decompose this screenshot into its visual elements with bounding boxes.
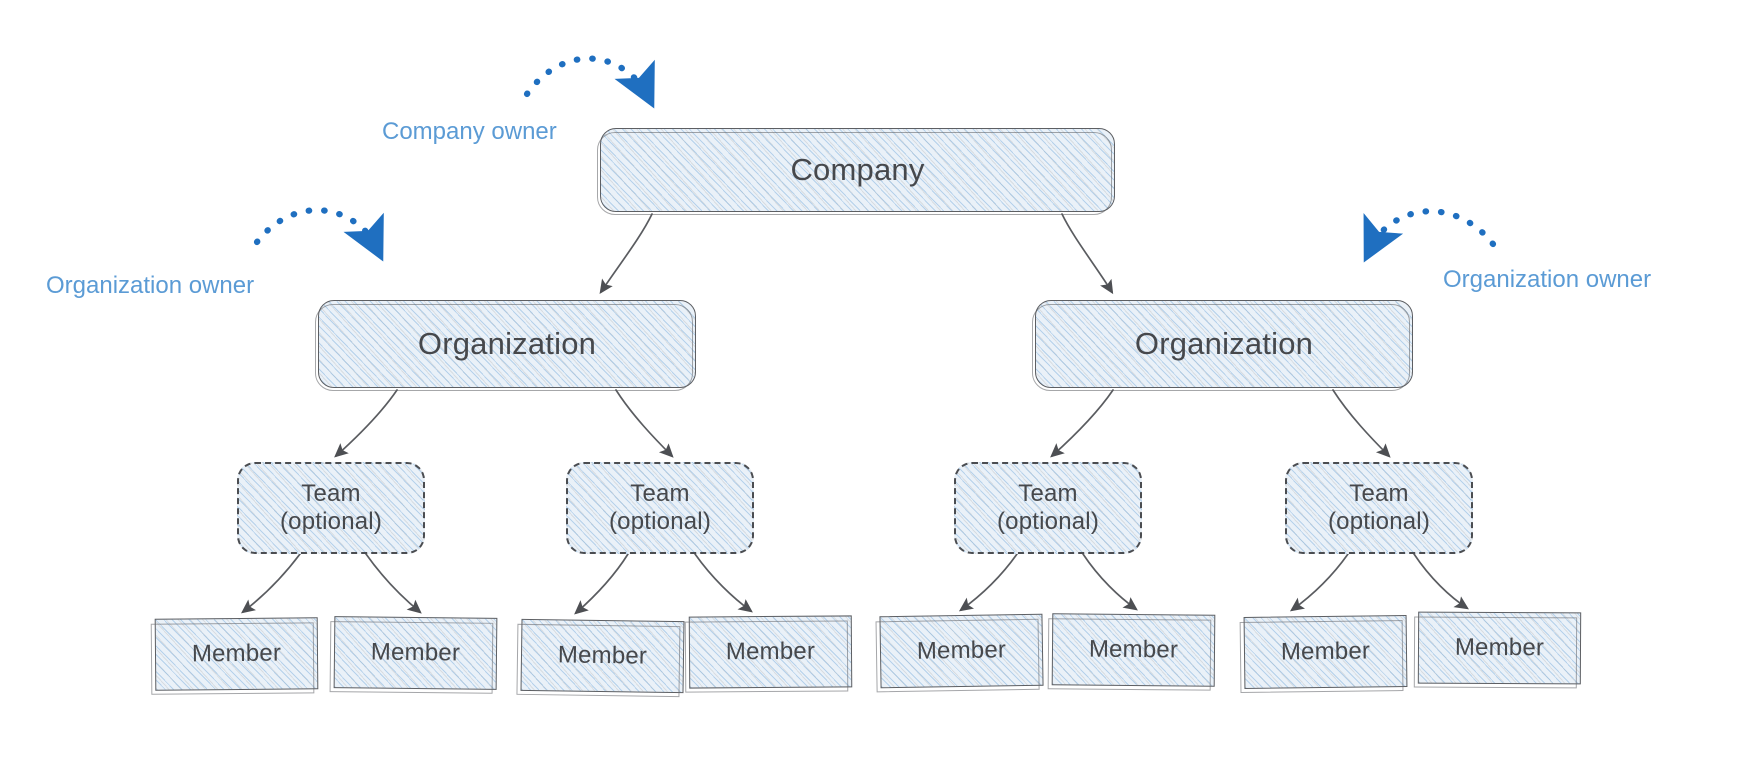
- node-organization-right-label: Organization: [1134, 325, 1314, 361]
- annot-arrow-org-owner-left: [253, 207, 384, 262]
- node-team-2[interactable]: Team(optional): [566, 462, 754, 554]
- annotation-label-organization-owner-left: Organization owner: [46, 272, 255, 299]
- node-team-4-line1: Team: [1349, 479, 1409, 507]
- annotation-label-company-owner: Company owner: [382, 118, 557, 145]
- annotation-label-organization-owner-right: Organization owner: [1443, 266, 1652, 293]
- node-company[interactable]: Company: [597, 128, 1115, 215]
- node-team-3-label: Team(optional): [997, 480, 1099, 537]
- node-team-1-line1: Team: [301, 479, 361, 507]
- edge-team1-member-2: [365, 553, 422, 614]
- node-team-4-label: Team(optional): [1328, 480, 1430, 537]
- node-team-1-label: Team(optional): [280, 480, 382, 537]
- node-team-1[interactable]: Team(optional): [237, 462, 425, 554]
- edge-company-org-left: [599, 213, 653, 294]
- annot-arrow-company-owner: [523, 55, 655, 109]
- node-member-6-label: Member: [1088, 635, 1179, 664]
- edge-orgright-team-3: [1050, 389, 1114, 458]
- edge-orgright-team-4: [1332, 389, 1391, 458]
- node-member-5-label: Member: [916, 636, 1007, 665]
- node-team-3[interactable]: Team(optional): [954, 462, 1142, 554]
- edge-orgleft-team-2: [615, 389, 674, 458]
- edge-team3-member-5: [958, 553, 1018, 612]
- node-member-3-label: Member: [557, 641, 648, 670]
- node-team-2-line2: (optional): [608, 508, 712, 535]
- node-company-label: Company: [790, 151, 925, 187]
- edge-team3-member-6: [1082, 553, 1138, 611]
- node-team-4-line2: (optional): [1327, 508, 1431, 535]
- node-member-7[interactable]: Member: [1243, 615, 1408, 689]
- edge-orgleft-team-1: [334, 389, 398, 458]
- node-team-3-line2: (optional): [996, 508, 1100, 535]
- node-organization-left[interactable]: Organization: [315, 300, 696, 391]
- node-member-5[interactable]: Member: [879, 613, 1044, 689]
- node-member-7-label: Member: [1280, 637, 1371, 666]
- node-team-3-line1: Team: [1018, 479, 1078, 507]
- node-member-1[interactable]: Member: [154, 617, 319, 691]
- node-member-2-label: Member: [370, 638, 461, 667]
- edge-team2-member-4: [694, 553, 753, 613]
- edge-team4-member-7: [1289, 553, 1349, 612]
- edge-company-org-right: [1061, 213, 1114, 295]
- node-member-6[interactable]: Member: [1051, 613, 1216, 687]
- node-team-2-line1: Team: [630, 479, 690, 507]
- annot-arrow-org-owner-right: [1363, 208, 1497, 263]
- node-member-8[interactable]: Member: [1417, 611, 1582, 685]
- node-member-3[interactable]: Member: [520, 618, 685, 694]
- edge-team2-member-3: [574, 553, 629, 615]
- node-member-8-label: Member: [1454, 633, 1545, 662]
- node-member-2[interactable]: Member: [333, 616, 498, 690]
- node-organization-left-label: Organization: [417, 325, 597, 361]
- node-team-4[interactable]: Team(optional): [1285, 462, 1473, 554]
- node-team-2-label: Team(optional): [609, 480, 711, 537]
- edge-team1-member-1: [241, 553, 301, 614]
- node-member-4[interactable]: Member: [688, 615, 853, 689]
- node-member-4-label: Member: [725, 637, 816, 666]
- node-organization-right[interactable]: Organization: [1032, 300, 1413, 391]
- node-team-1-line2: (optional): [279, 508, 383, 535]
- node-member-1-label: Member: [191, 639, 282, 668]
- edge-team4-member-8: [1413, 553, 1469, 610]
